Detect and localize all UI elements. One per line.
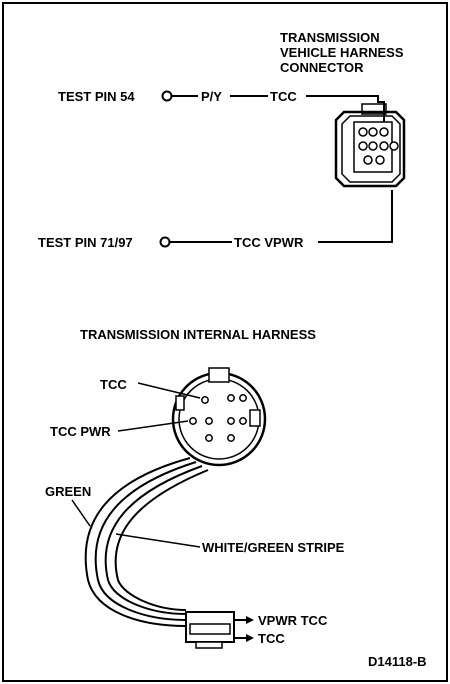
- vpwr-tcc-label: VPWR TCC: [258, 613, 328, 628]
- connector-title-line-3: CONNECTOR: [280, 60, 364, 75]
- harness-cable: [84, 457, 209, 627]
- vpwr-tcc-arrow: [246, 616, 254, 624]
- figure-id: D14118-B: [368, 654, 427, 669]
- wire-to-connector: [306, 95, 385, 122]
- test-pin-71-97-terminal: [159, 236, 171, 248]
- wire-tcc-label: TCC: [270, 89, 297, 104]
- wire-tcc-vpwr-label: TCC VPWR: [234, 235, 304, 250]
- connector-title-line-2: VEHICLE HARNESS: [280, 45, 404, 60]
- test-pin-54-label: TEST PIN 54: [58, 89, 135, 104]
- tcc-bottom-arrow: [246, 634, 254, 642]
- internal-harness-title: TRANSMISSION INTERNAL HARNESS: [80, 327, 316, 342]
- connector-title: TRANSMISSION VEHICLE HARNESS CONNECTOR: [280, 30, 404, 75]
- white-green-stripe-label: WHITE/GREEN STRIPE: [202, 540, 345, 555]
- green-leader-line: [71, 499, 91, 527]
- tcc-pwr-pin-label: TCC PWR: [50, 424, 111, 439]
- wire-to-connector: [318, 190, 393, 243]
- white-green-leader-line: [115, 533, 201, 548]
- green-wire-label: GREEN: [45, 484, 91, 499]
- tcc-pin-label: TCC: [100, 377, 127, 392]
- tcc-bottom-label: TCC: [258, 631, 285, 646]
- internal-harness-connector: [171, 367, 267, 467]
- bottom-connector: [185, 611, 240, 649]
- tcc-pwr-leader-line: [117, 420, 189, 432]
- connector-title-line-1: TRANSMISSION: [280, 30, 380, 45]
- vehicle-harness-connector: [334, 103, 406, 188]
- tcc-leader-line: [137, 382, 201, 399]
- test-pin-71-97-label: TEST PIN 71/97: [38, 235, 133, 250]
- test-pin-54-terminal: [161, 90, 173, 102]
- wire-py-label: P/Y: [201, 89, 222, 104]
